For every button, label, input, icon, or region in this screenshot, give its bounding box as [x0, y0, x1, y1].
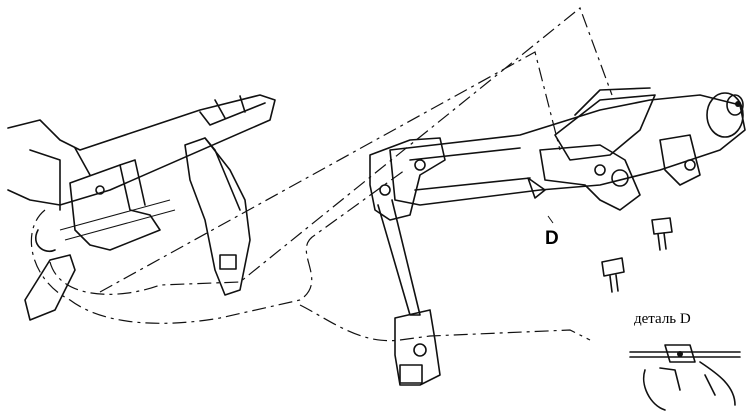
detail-d-inset [629, 344, 741, 411]
callout-label-d: D [545, 228, 559, 249]
instrument-panel-beam [7, 94, 276, 321]
steering-column-tube [389, 87, 746, 211]
leader-line-d [547, 215, 554, 224]
bolt-2 [651, 217, 673, 251]
bolt-1 [601, 257, 625, 293]
intermediate-shaft [369, 137, 446, 386]
dash-dot-outline [30, 7, 613, 342]
detail-caption: деталь D [634, 311, 691, 327]
